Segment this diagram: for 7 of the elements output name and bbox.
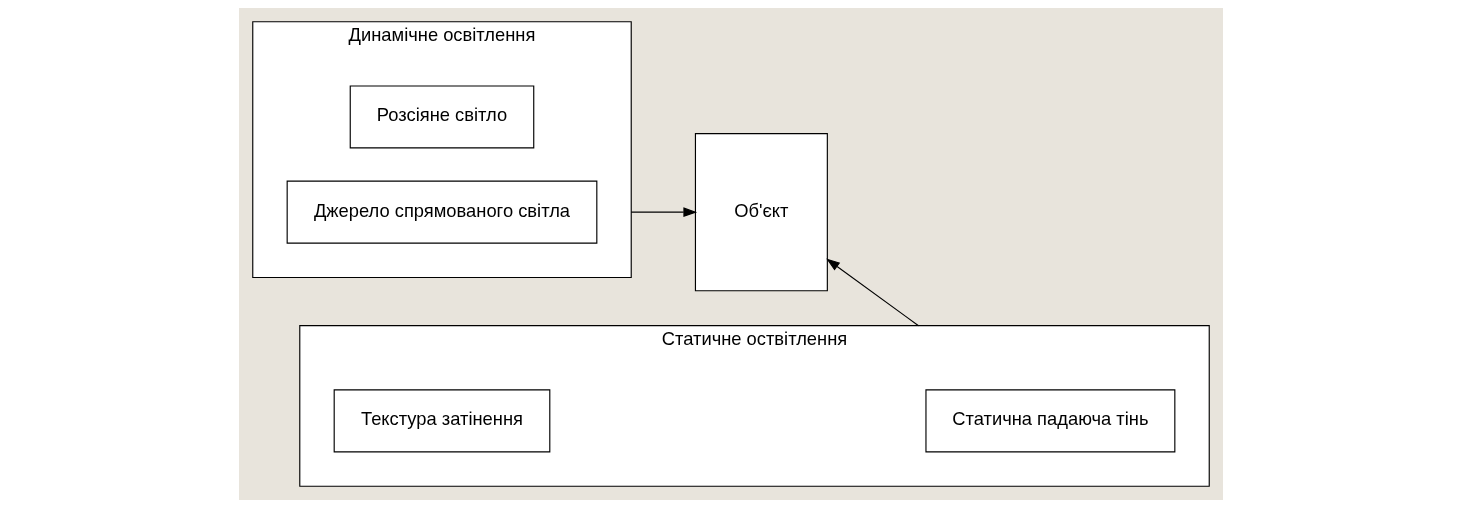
node-box: Розсіяне світло [349, 85, 534, 149]
node-box: Статична падаюча тінь [924, 389, 1175, 453]
arrow [825, 258, 919, 327]
node-box: Текстура затінення [333, 389, 550, 453]
node-box: Об'єкт [694, 133, 828, 292]
node-box: Джерело спрямованого світла [286, 180, 597, 244]
arrow [630, 207, 697, 217]
